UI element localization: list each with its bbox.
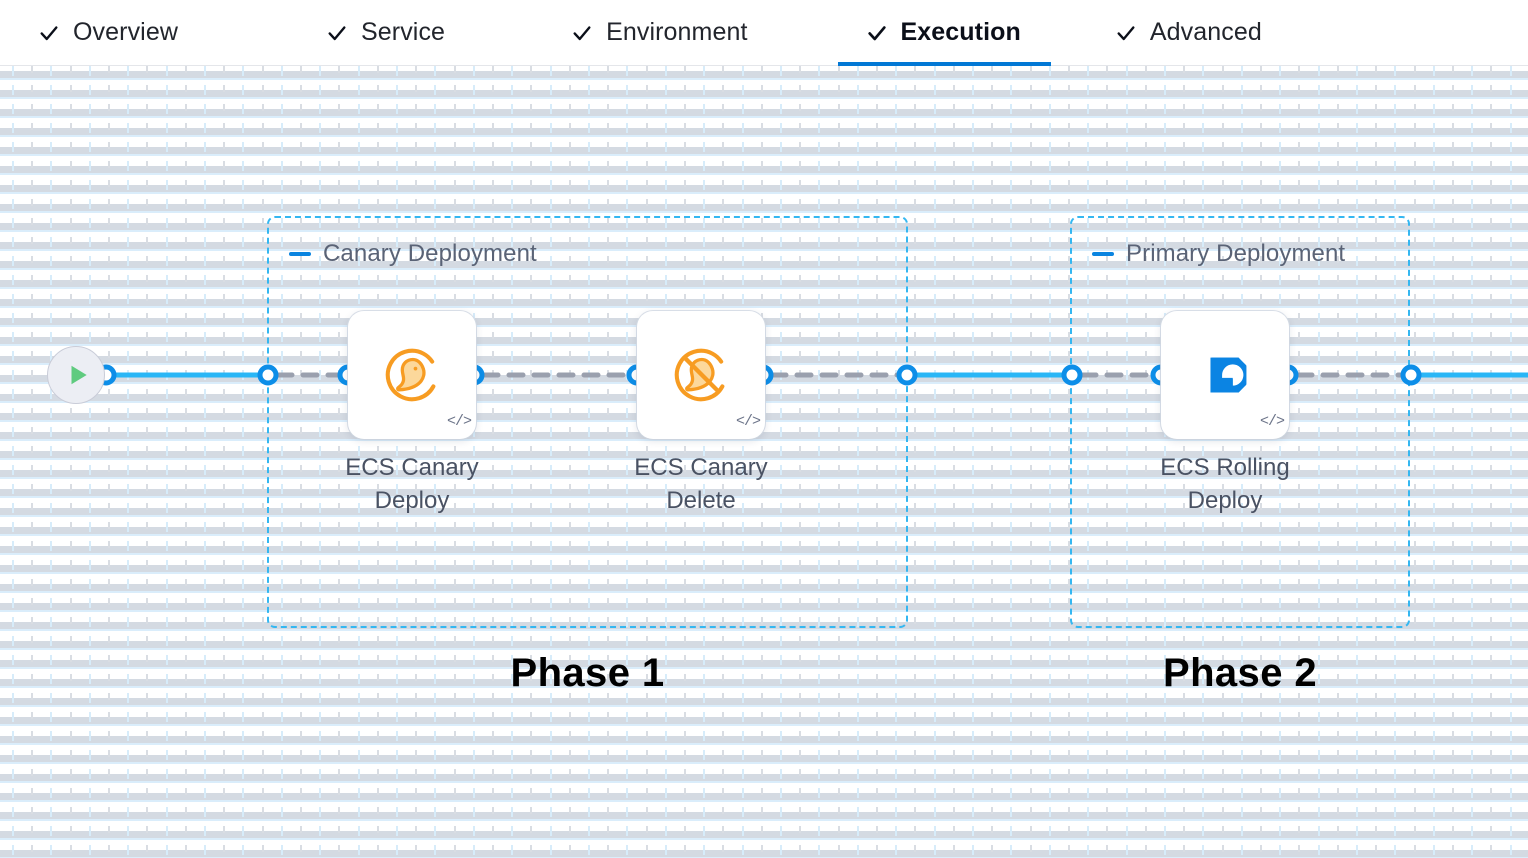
check-icon xyxy=(571,22,593,44)
phase-label-2: Phase 2 xyxy=(1162,651,1317,695)
grid-column xyxy=(12,66,14,858)
grid-column xyxy=(1048,66,1051,858)
stage-group-primary[interactable]: Primary Deployment xyxy=(1070,216,1410,628)
minus-icon[interactable] xyxy=(289,252,311,256)
grid-column xyxy=(127,66,130,858)
grid-column xyxy=(223,66,226,858)
tab-service-label: Service xyxy=(361,18,446,46)
group-header-primary: Primary Deployment xyxy=(1092,240,1345,268)
grid-column xyxy=(88,66,91,858)
tab-environment-label: Environment xyxy=(606,18,748,46)
tab-execution-label: Execution xyxy=(900,18,1021,46)
grid-column xyxy=(261,66,264,858)
grid-column xyxy=(1509,66,1512,858)
code-icon: </> xyxy=(1260,413,1285,430)
canary-bird-icon xyxy=(385,348,439,402)
tab-service[interactable]: Service xyxy=(304,0,467,66)
grid-column xyxy=(69,66,72,858)
pipeline-canvas[interactable]: Canary Deployment Primary Deployment xyxy=(0,66,1528,858)
tab-execution[interactable]: Execution xyxy=(837,0,1052,66)
tab-advanced[interactable]: Advanced xyxy=(1093,0,1284,66)
tab-overview[interactable]: Overview xyxy=(0,0,216,66)
minus-icon[interactable] xyxy=(1092,252,1114,256)
grid-column xyxy=(108,66,110,858)
grid-column xyxy=(50,66,53,858)
node-card[interactable] xyxy=(348,311,476,439)
group-title-canary: Canary Deployment xyxy=(323,240,537,267)
check-icon xyxy=(326,22,348,44)
rolling-deploy-hex-icon xyxy=(1210,357,1247,393)
code-icon: </> xyxy=(736,413,761,430)
node-ecs-canary-delete[interactable]: </> ECS Canary Delete xyxy=(634,311,768,514)
check-icon xyxy=(38,22,60,44)
grid-column xyxy=(991,66,994,858)
node-ecs-rolling-deploy[interactable]: </> ECS Rolling Deploy xyxy=(1160,311,1290,514)
grid-column xyxy=(165,66,168,858)
tab-environment[interactable]: Environment xyxy=(549,0,769,66)
grid-column xyxy=(1452,66,1454,858)
node-label-ecs-canary-deploy: ECS Canary Deploy xyxy=(345,454,479,515)
grid-column xyxy=(1029,66,1032,858)
grid-column xyxy=(933,66,936,858)
grid-column xyxy=(1432,66,1435,858)
grid-column xyxy=(952,66,955,858)
grid-column xyxy=(1471,66,1474,858)
node-ecs-canary-deploy[interactable]: </> ECS Canary Deploy xyxy=(345,311,479,514)
pipeline-tab-bar: Overview Service Environment Execution A xyxy=(0,0,1528,66)
node-card[interactable] xyxy=(637,311,765,439)
code-icon: </> xyxy=(447,413,472,430)
node-label-ecs-canary-delete: ECS Canary Delete xyxy=(634,454,768,515)
grid-column xyxy=(972,66,974,858)
grid-column xyxy=(242,66,245,858)
grid-column xyxy=(204,66,206,858)
group-title-primary: Primary Deployment xyxy=(1126,240,1346,267)
group-header-canary: Canary Deployment xyxy=(289,240,537,268)
grid-column xyxy=(1490,66,1493,858)
grid-column xyxy=(914,66,917,858)
stage-group-canary[interactable]: Canary Deployment xyxy=(267,216,908,628)
grid-column xyxy=(1413,66,1416,858)
node-label-ecs-rolling-deploy: ECS Rolling Deploy xyxy=(1160,454,1290,515)
grid-column xyxy=(184,66,187,858)
pipeline-start-node[interactable] xyxy=(47,346,105,404)
grid-column xyxy=(146,66,149,858)
play-icon xyxy=(71,365,87,385)
tab-advanced-label: Advanced xyxy=(1149,18,1262,46)
tab-overview-label: Overview xyxy=(73,18,178,46)
canary-bird-slash-icon xyxy=(674,348,728,402)
grid-column xyxy=(31,66,34,858)
node-card[interactable] xyxy=(1161,311,1289,439)
grid-column xyxy=(1010,66,1013,858)
check-icon xyxy=(1115,22,1137,44)
check-icon xyxy=(866,22,888,44)
phase-label-1: Phase 1 xyxy=(510,651,665,695)
